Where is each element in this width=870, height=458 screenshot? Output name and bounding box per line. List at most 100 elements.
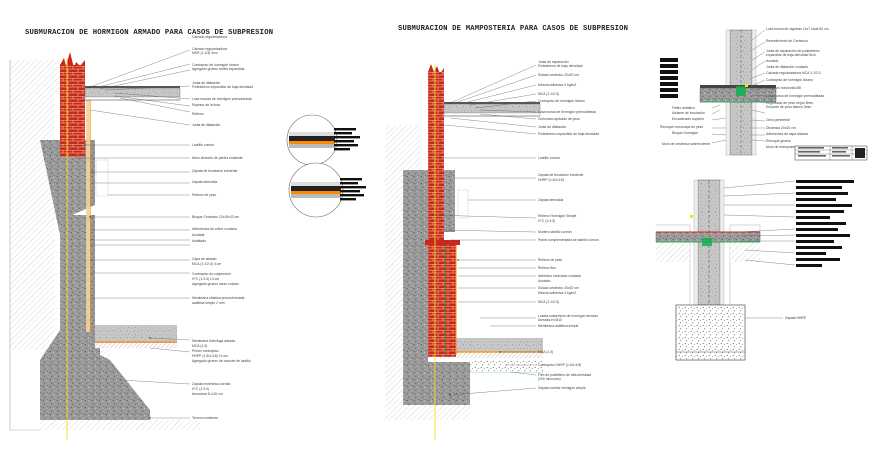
- left-ceramic-block-joints: [86, 119, 90, 321]
- middle-label: Relleno Hormigón Simple: [538, 214, 577, 218]
- middle-label: Zapata corrida hormigón simple: [538, 386, 586, 390]
- middle-bottom-slab-sub: [438, 352, 543, 358]
- left-existing-foundation: [40, 140, 95, 235]
- right-top-label: Revoque grueso: [766, 139, 791, 143]
- left-label: Armadura 8 c/15 cm: [192, 392, 223, 396]
- left-label-column: Calzado regularizadora Calzado regulariz…: [192, 35, 253, 420]
- left-earth-edge: [9, 60, 40, 431]
- right-bottom-node-marker: [702, 238, 712, 246]
- left-label: Espesor de la losa: [192, 103, 220, 107]
- left-brick-wall-break: [60, 52, 85, 68]
- left-label: HHPP (1:3/4:4:8) 14 cm: [192, 354, 228, 358]
- middle-label: Mezcla adhesiva 4 kg/m2: [538, 83, 576, 87]
- middle-label: HHRP (1:3/4:4:8): [538, 178, 564, 182]
- right-top-label: Muro de mampostería: [766, 145, 799, 149]
- left-label: Poliestireno expandido de baja densidad: [192, 85, 253, 89]
- right-bottom-label-column: Zapata HHRP: [785, 316, 807, 320]
- middle-leaders: [429, 64, 537, 396]
- left-bottom-slab: [95, 325, 177, 343]
- left-label: Primer contrapiso: [192, 349, 219, 353]
- right-bottom-column-render-right: [719, 179, 725, 306]
- left-label: Terreno existente: [192, 416, 218, 420]
- right-top-label: Muro de cerámica sobreviviente: [662, 142, 710, 146]
- middle-floor-finish: [444, 102, 540, 104]
- middle-label: Armada en Ø10: [538, 318, 562, 322]
- right-top-label: Calzada regularizadora MCA 1:1/2:3: [766, 71, 821, 75]
- left-floor-slab: [84, 87, 181, 98]
- right-top-label-column: Losa hueca de viguetas 14x7 cada 50 cm R…: [660, 27, 829, 149]
- left-label: Relleno: [192, 112, 204, 116]
- middle-label-column: Junta de separación Poliestireno de baja…: [538, 60, 599, 390]
- right-top-label: Losa hueca de hormigón premoldeada: [766, 94, 824, 98]
- left-label: H°C (1:3:3) 14 cm: [192, 277, 219, 281]
- left-label: Zapata excéntrica corrida: [192, 382, 230, 386]
- middle-brick-header: [425, 240, 460, 245]
- middle-label: Cielorraso aplicado de yeso: [538, 117, 580, 121]
- left-bottom-slab-sub: [95, 343, 177, 348]
- left-label: Contrapiso de subpresión: [192, 272, 231, 276]
- middle-label: Relleno fino: [538, 266, 556, 270]
- right-top-label: Bloque Hormigón: [672, 131, 698, 135]
- right-top-label: Fieltro asfáltico: [672, 106, 695, 110]
- right-top-label: Adherencia de capa aislada: [766, 132, 808, 136]
- left-label: Capa de aislado: [192, 257, 217, 261]
- right-top-detail: Losa hueca de viguetas 14x7 cada 50 cm R…: [660, 27, 868, 161]
- middle-label: Solado cerámico 20x20 cm: [538, 286, 579, 290]
- left-label: Azotada: [192, 233, 205, 237]
- left-brick-wall: [60, 65, 85, 157]
- left-leaders: [75, 49, 191, 419]
- middle-label: Solado cerámico 20x20 cm: [538, 73, 579, 77]
- middle-detail: Junta de separación Poliestireno de baja…: [385, 60, 599, 440]
- left-label: Membrana elástica preconformada: [192, 296, 245, 300]
- middle-bottom-slab: [438, 338, 543, 352]
- left-label: Calzado regularizadora: [192, 35, 227, 39]
- right-top-label: Dinámica 20x20 cm: [766, 126, 796, 130]
- right-top-label: Revestimiento de Cerámica: [766, 39, 808, 43]
- right-top-label: expandido de baja densidad 5cm: [766, 53, 816, 57]
- right-bottom-detail: Zapata HHRP: [655, 179, 854, 361]
- middle-dashed-detail-box: [457, 189, 469, 219]
- right-top-label: Losa hueca de viguetas 14x7 cada 50 cm: [766, 27, 829, 31]
- left-label: MKR (1:1/3) 3cm: [192, 51, 218, 55]
- left-label: H°C (1:3:3): [192, 387, 209, 391]
- left-label: Losa maciza de hormigón premoldeada: [192, 97, 252, 101]
- middle-label: Zapata de fundación existente: [538, 173, 584, 177]
- right-top-yellow-marker: [745, 84, 748, 87]
- left-label: Zapata de fundación existente: [192, 169, 238, 173]
- middle-label: Pared complementaria de ladrillo común: [538, 238, 599, 242]
- middle-label: Mortero ladrillo común: [538, 230, 572, 234]
- right-top-label: Contrapiso de hormigón liviano: [766, 78, 813, 82]
- leader-terminal-dots: [84, 86, 501, 419]
- middle-complementary-brick-wall: [428, 242, 456, 357]
- middle-label: Contrapiso HHRP (1:3/4:4:8): [538, 363, 581, 367]
- left-label: Bloque Cerámico 12x19x33 cm: [192, 215, 239, 219]
- right-top-leaders: [711, 29, 766, 144]
- left-label: Junta de dilatación: [192, 81, 220, 85]
- right-top-title-block: [794, 145, 868, 161]
- left-label: Ladrillo común: [192, 143, 214, 147]
- right-top-label: Junta de separación de poliestireno: [766, 49, 820, 53]
- right-top-label: Refuerzo horizontal Ø8: [766, 86, 801, 90]
- middle-label: Mezcla adhesiva 4 kg/m2: [538, 291, 576, 295]
- middle-label: Junta de dilatación: [538, 125, 566, 129]
- right-top-label: Cielo perimetral: [766, 118, 790, 122]
- right-top-label: Aislante de insolación: [672, 111, 705, 115]
- middle-label: Ladrillo común: [538, 156, 560, 160]
- left-new-wall-concrete: [40, 215, 150, 420]
- right-bottom-label: Zapata HHRP: [785, 316, 807, 320]
- left-label: asfáltica simple 2 mm: [192, 301, 225, 305]
- right-top-label: Revoque monocapa de yeso: [660, 125, 703, 129]
- middle-label: Membrana asfáltica simple: [538, 324, 578, 328]
- middle-label: Poliestireno expandido de baja densidad: [538, 132, 599, 136]
- middle-label: MCA (1:1/2:3): [538, 92, 559, 96]
- right-bottom-footing: [675, 304, 746, 361]
- middle-label: Loseta subpresión de hormigón armado: [538, 314, 598, 318]
- middle-label: Film de polietileno de alta densidad: [538, 373, 591, 377]
- middle-lower-concrete: [403, 232, 470, 405]
- middle-label: H°C (1:3:3): [538, 219, 555, 223]
- right-bottom-earth-left: [656, 240, 690, 262]
- right-top-label: Azotado: [766, 59, 779, 63]
- right-top-black-label-bars: [660, 58, 678, 98]
- circle-detail-1: [286, 114, 360, 166]
- left-label: Muro divisorio de piedra existente: [192, 156, 243, 160]
